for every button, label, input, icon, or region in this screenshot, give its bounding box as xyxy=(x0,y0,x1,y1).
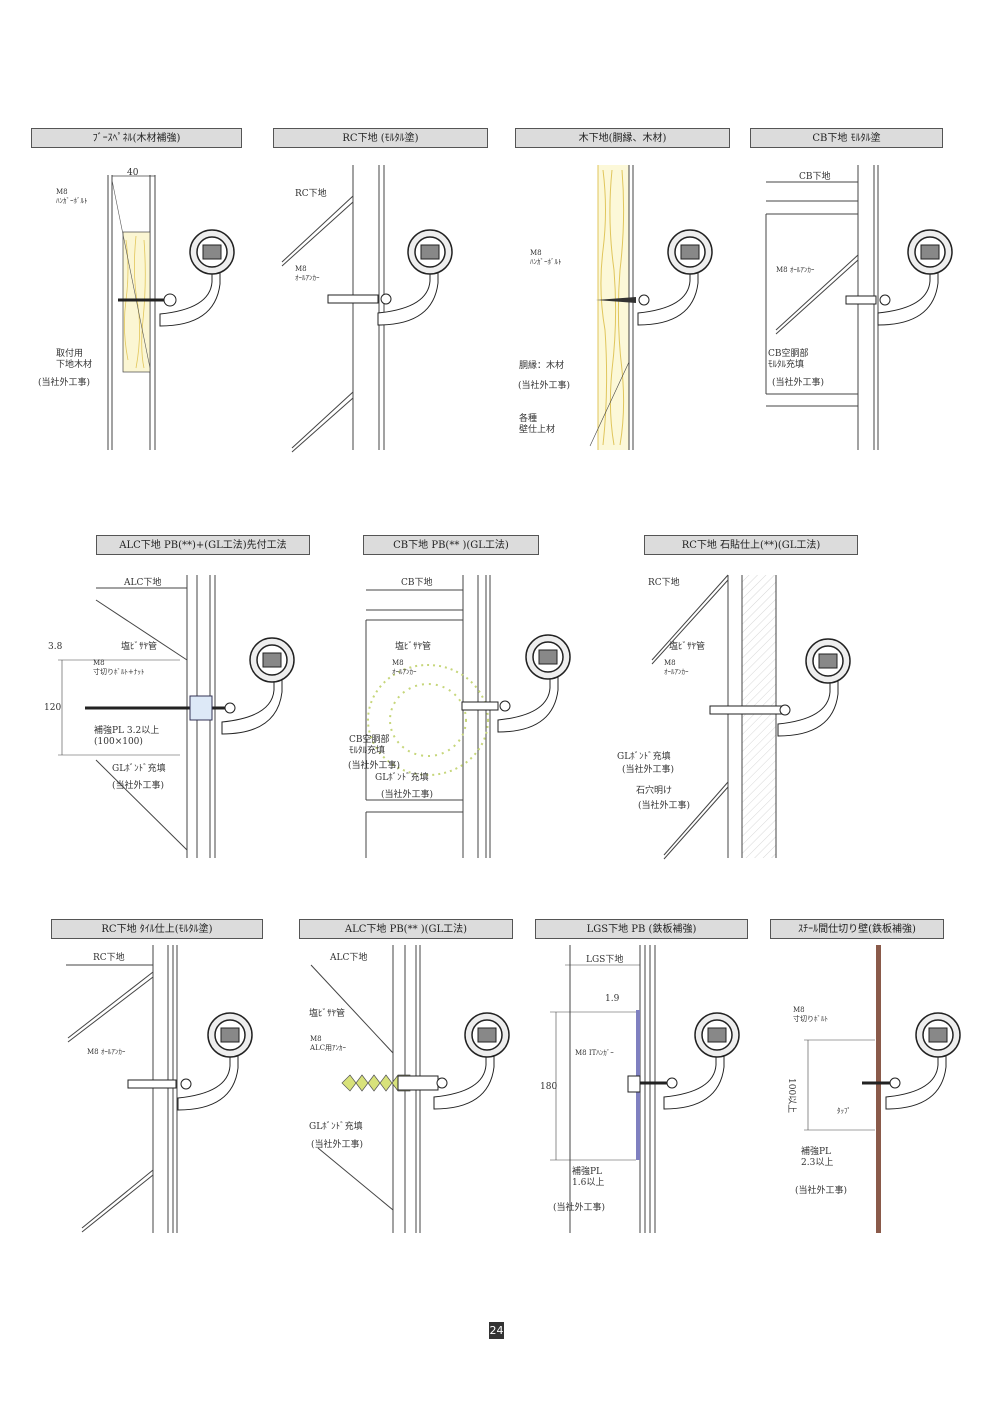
anchor-label: M8 ｵｰﾙｱﾝｶｰ xyxy=(392,659,417,676)
fill-label: CB空胴部 ﾓﾙﾀﾙ充填 xyxy=(349,735,390,756)
note-label: (当社外工事) xyxy=(638,801,691,811)
anchor-label: M8 ｵｰﾙｱﾝｶｰ xyxy=(295,265,320,282)
base-label: CB下地 xyxy=(401,578,433,588)
panel-title: LGS下地 PB (鉄板補強) xyxy=(535,919,748,939)
pipe-label: 塩ﾋﾞｻﾔ管 xyxy=(669,642,706,652)
base-label: 取付用 下地木材 xyxy=(56,349,93,370)
base-label: 胴縁：木材 xyxy=(519,361,565,371)
panel-title: RC下地 石貼仕上(**)(GL工法) xyxy=(644,535,858,555)
pipe-label: 塩ﾋﾞｻﾔ管 xyxy=(309,1009,346,1019)
panel-title: RC下地 (ﾓﾙﾀﾙ塗) xyxy=(273,128,488,148)
anchor-label: M8 ｵｰﾙｱﾝｶｰ xyxy=(664,659,689,676)
panel-title: ｽﾁｰﾙ間仕切り壁(鉄板補強) xyxy=(770,919,944,939)
anchor-label: M8 ALC用ｱﾝｶｰ xyxy=(310,1035,347,1052)
anchor-label: M8 ｵｰﾙｱﾝｶｰ xyxy=(87,1048,126,1056)
note-label: (当社外工事) xyxy=(112,781,165,791)
bond-label: GLﾎﾞﾝﾄﾞ充填 xyxy=(375,773,429,783)
pipe-label: 塩ﾋﾞｻﾔ管 xyxy=(395,642,432,652)
base-label: RC下地 xyxy=(295,189,327,199)
bolt-label: M8 ﾊﾝｶﾞｰﾎﾞﾙﾄ xyxy=(56,188,88,205)
bolt-label: M8 ITﾊﾝｶﾞｰ xyxy=(575,1049,614,1057)
note-label: (当社外工事) xyxy=(795,1186,848,1196)
note-label: (当社外工事) xyxy=(553,1203,606,1213)
base-label: ALC下地 xyxy=(124,578,162,588)
bolt-label: M8 ﾊﾝｶﾞｰﾎﾞﾙﾄ xyxy=(530,249,562,266)
panel-title: ﾌﾞｰｽﾍﾟﾈﾙ(木材補強) xyxy=(31,128,242,148)
note-label: (当社外工事) xyxy=(622,765,675,775)
panel-title: ALC下地 PB(** )(GL工法) xyxy=(299,919,513,939)
plate-label: 補強PL 3.2以上 (100×100) xyxy=(94,726,160,747)
bond-label: GLﾎﾞﾝﾄﾞ充填 xyxy=(112,764,166,774)
dimension-label: 100以上 xyxy=(786,1078,796,1114)
plate-label: 補強PL 2.3以上 xyxy=(801,1147,834,1168)
dimension-label: 120 xyxy=(44,703,62,713)
pipe-label: 塩ﾋﾞｻﾔ管 xyxy=(121,642,158,652)
base-label: LGS下地 xyxy=(586,955,624,965)
panel-title: CB下地 PB(** )(GL工法) xyxy=(363,535,539,555)
tap-label: ﾀｯﾌﾟ xyxy=(837,1107,851,1115)
bond-label: GLﾎﾞﾝﾄﾞ充填 xyxy=(617,752,671,762)
note-label: (当社外工事) xyxy=(381,790,434,800)
base-label: RC下地 xyxy=(648,578,680,588)
note-label: (当社外工事) xyxy=(311,1140,364,1150)
page-number: 24 xyxy=(489,1322,504,1339)
finish-label: 各種 壁仕上材 xyxy=(519,414,556,435)
panel-title: 木下地(胴縁、木材) xyxy=(515,128,730,148)
dimension-label: 3.8 xyxy=(48,642,63,652)
hole-label: 石穴明け xyxy=(636,786,673,796)
note-label: (当社外工事) xyxy=(772,378,825,388)
panel-title: ALC下地 PB(**)+(GL工法)先付工法 xyxy=(96,535,310,555)
base-label: ALC下地 xyxy=(330,953,368,963)
note-label: (当社外工事) xyxy=(518,381,571,391)
base-label: CB下地 xyxy=(799,172,831,182)
anchor-label: M8 ｵｰﾙｱﾝｶｰ xyxy=(776,266,815,274)
bolt-label: M8 寸切りﾎﾞﾙﾄ xyxy=(793,1006,828,1023)
bond-label: GLﾎﾞﾝﾄﾞ充填 xyxy=(309,1122,363,1132)
panel-title: CB下地 ﾓﾙﾀﾙ塗 xyxy=(750,128,943,148)
bolt-label: M8 寸切りﾎﾞﾙﾄ+ﾅｯﾄ xyxy=(93,659,145,676)
base-label: RC下地 xyxy=(93,953,125,963)
fill-label: CB空胴部 ﾓﾙﾀﾙ充填 xyxy=(768,349,809,370)
plate-label: 補強PL 1.6以上 xyxy=(572,1167,605,1188)
dimension-label: 1.9 xyxy=(605,994,620,1004)
note-label: (当社外工事) xyxy=(38,378,91,388)
dimension-label: 40 xyxy=(127,168,139,178)
panel-title: RC下地 ﾀｲﾙ仕上(ﾓﾙﾀﾙ塗) xyxy=(51,919,263,939)
note-label: (当社外工事) xyxy=(348,761,401,771)
dimension-label: 180 xyxy=(540,1082,558,1092)
